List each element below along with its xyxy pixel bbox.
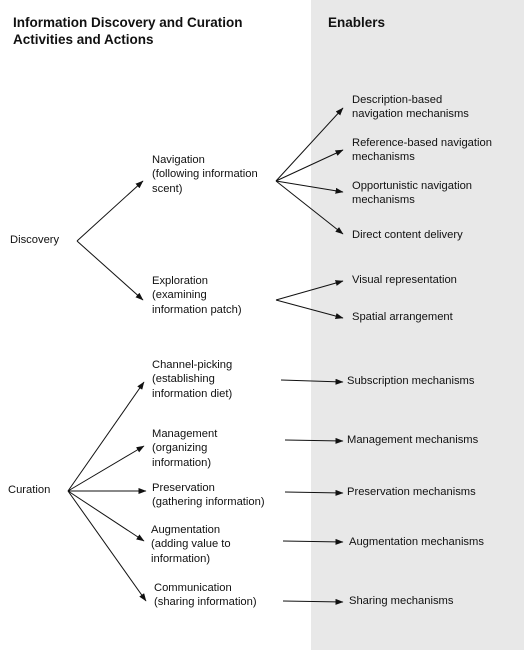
arrow-communication-sharing [282,598,344,605]
arrow-discovery-exploration [76,240,144,301]
arrow-management-mechanisms [284,437,344,444]
enablers-panel [311,0,524,650]
enabler-sharing: Sharing mechanisms [349,595,454,607]
enabler-visual-representation: Visual representation [352,274,457,286]
arrow-exploration-spatial [275,299,344,319]
header-activities: Information Discovery and Curation Activ… [13,14,243,48]
header-enablers: Enablers [328,15,386,30]
activity-channel-picking: Channel-picking (establishing informatio… [152,359,233,400]
enabler-preservation: Preservation mechanisms [347,486,476,498]
arrow-preservation-mechanisms [284,489,344,496]
enabler-subscription: Subscription mechanisms [347,375,475,387]
enabler-spatial-arrangement: Spatial arrangement [352,311,453,323]
enabler-opportunistic-navigation: Opportunistic navigation mechanisms [352,180,473,207]
enabler-augmentation: Augmentation mechanisms [349,536,484,548]
arrow-navigation-description [275,107,344,182]
arrow-curation-augmentation [67,490,145,542]
enabler-description-navigation: Description-based navigation mechanisms [352,94,469,121]
arrow-navigation-reference [275,149,344,182]
arrow-augmentation-mechanisms [282,538,344,545]
header-activities-line-2: Activities and Actions [13,32,154,47]
arrow-navigation-opportunistic [275,180,344,194]
activity-augmentation: Augmentation (adding value to informatio… [151,524,231,565]
arrow-channel-subscription [280,378,344,385]
activity-preservation: Preservation (gathering information) [152,482,265,509]
enabler-management: Management mechanisms [347,434,479,446]
activity-exploration: Exploration (examining information patch… [152,275,242,316]
arrow-curation-communication [67,490,147,602]
enabler-reference-navigation: Reference-based navigation mechanisms [352,137,492,164]
activity-navigation: Navigation (following information scent) [152,154,258,195]
activity-communication: Communication (sharing information) [154,582,257,609]
activity-management: Management (organizing information) [152,428,218,469]
arrow-exploration-visual [275,280,344,301]
root-curation: Curation [8,484,51,496]
arrow-curation-management [67,445,145,492]
enabler-direct-content-delivery: Direct content delivery [352,229,463,241]
root-discovery: Discovery [10,234,60,246]
arrow-navigation-direct [275,180,344,235]
arrow-curation-channel [67,381,145,492]
header-activities-line-1: Information Discovery and Curation [13,15,243,30]
arrow-discovery-navigation [76,180,144,242]
